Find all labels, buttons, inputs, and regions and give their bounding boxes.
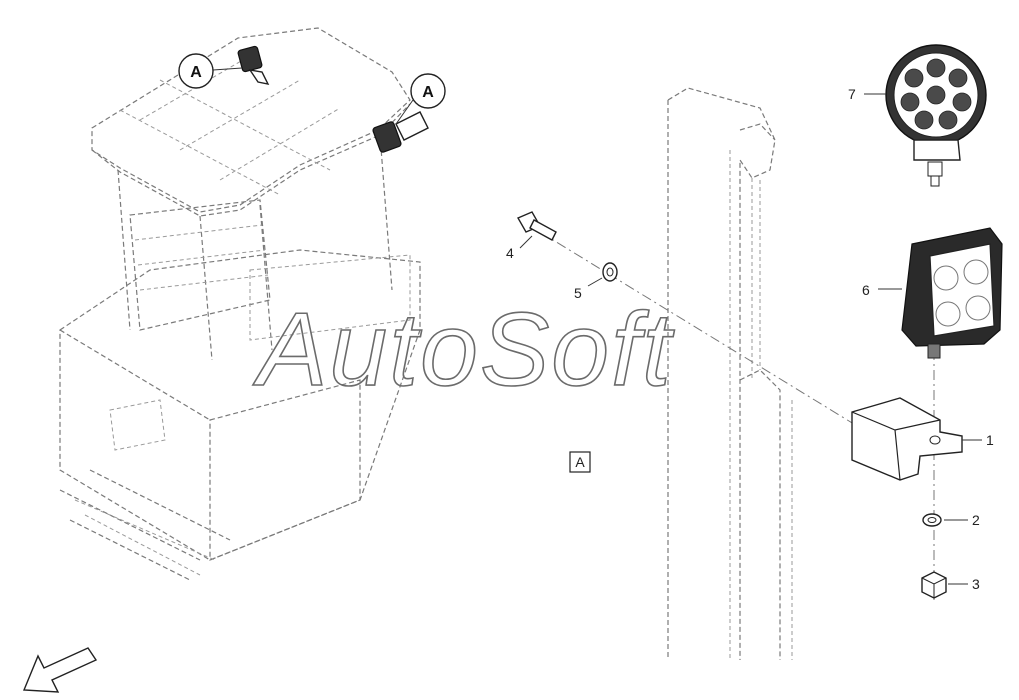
detail-callout-a-right: A [395, 73, 446, 125]
round-work-light-part-7: 7 [848, 44, 987, 187]
watermark-text: AutoSoft [252, 292, 675, 408]
callout-2: 2 [972, 512, 980, 528]
orientation-arrow-icon [22, 647, 98, 693]
machine-outline [59, 27, 421, 581]
detail-mark-a-top: A [190, 64, 202, 81]
bolt-part-4: 4 [506, 211, 557, 261]
washer-part-5: 5 [574, 262, 618, 301]
callout-4: 4 [506, 245, 514, 261]
detail-view-label-a: A [569, 451, 591, 473]
detail-callout-a-top: A [178, 53, 243, 89]
callout-1: 1 [986, 432, 994, 448]
roof-work-light-top [237, 45, 270, 85]
callout-3: 3 [972, 576, 980, 592]
callout-7: 7 [848, 86, 856, 102]
square-work-light-part-6: 6 [862, 227, 1003, 359]
callout-6: 6 [862, 282, 870, 298]
detail-mark-a-boxed: A [575, 454, 585, 470]
assembly-line [539, 231, 935, 600]
detail-mark-a-right: A [422, 84, 434, 101]
roof-work-light-right [372, 111, 429, 153]
nut-part-3: 3 [921, 571, 980, 599]
cab-pillar-outline [667, 87, 793, 660]
callout-5: 5 [574, 285, 582, 301]
washer-part-2: 2 [922, 512, 980, 528]
bracket-part-1: 1 [851, 397, 994, 481]
